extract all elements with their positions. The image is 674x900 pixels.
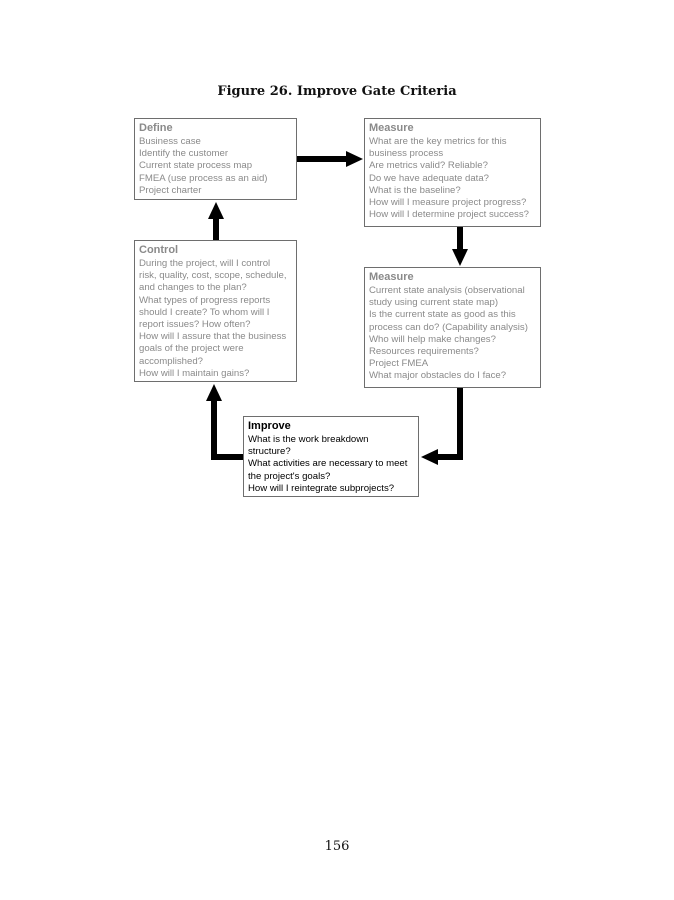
arrow-measure-to-improve (421, 388, 463, 465)
define-title: Define (139, 122, 173, 134)
measure-box-2: Measure Current state analysis (observat… (364, 267, 541, 388)
measure-1-line: Do we have adequate data? (369, 172, 490, 184)
control-box: Control During the project, will I contr… (134, 240, 297, 382)
measure-2-line: Resources requirements? (369, 346, 479, 358)
measure-2-line: study using current state map) (369, 297, 499, 309)
measure-1-line: What are the key metrics for this (369, 136, 507, 147)
improve-line: structure? (248, 446, 291, 458)
define-line: Business case (139, 136, 201, 147)
measure-box-1: Measure What are the key metrics for thi… (364, 118, 541, 227)
measure-2-line: process can do? (Capability analysis) (369, 321, 528, 333)
control-line: report issues? How often? (139, 319, 251, 331)
define-line: FMEA (use process as an aid) (139, 172, 268, 184)
improve-line: How will I reintegrate subprojects? (248, 482, 395, 494)
measure-2-line: Who will help make changes? (369, 333, 496, 345)
improve-box: Improve What is the work breakdown struc… (243, 416, 419, 497)
improve-line: the project's goals? (248, 470, 331, 482)
measure-1-line: How will I determine project success? (369, 209, 529, 221)
measure-1-line: Are metrics valid? Reliable? (369, 160, 488, 172)
measure-2-line: What major obstacles do I face? (369, 370, 507, 382)
control-title: Control (139, 244, 179, 256)
measure-2-line: Project FMEA (369, 358, 429, 370)
measure-1-line: What is the baseline? (369, 184, 461, 196)
define-box: Define Business case Identify the custom… (134, 118, 297, 200)
arrow-measure-to-measure (452, 227, 468, 266)
figure-title: Figure 26. Improve Gate Criteria (217, 84, 457, 99)
control-line: accomplished? (139, 355, 203, 367)
improve-title: Improve (248, 420, 291, 432)
measure-2-line: Is the current state as good as this (369, 309, 516, 321)
improve-line: What is the work breakdown (248, 434, 369, 445)
define-line: Current state process map (139, 160, 253, 172)
control-line: What types of progress reports (139, 294, 271, 306)
measure-1-line: business process (369, 148, 444, 160)
control-line: During the project, will I control (139, 258, 271, 269)
arrow-control-to-define (208, 202, 224, 240)
improve-line: What activities are necessary to meet (248, 458, 408, 470)
measure-1-line: How will I measure project progress? (369, 197, 527, 209)
control-line: risk, quality, cost, scope, schedule, (139, 270, 287, 282)
control-line: goals of the project were (139, 343, 244, 355)
measure-2-line: Current state analysis (observational (369, 285, 525, 296)
arrow-improve-to-control (206, 384, 243, 460)
define-line: Project charter (139, 184, 202, 196)
control-line: How will I maintain gains? (139, 367, 250, 379)
control-line: should I create? To whom will I (139, 306, 270, 318)
control-line: and changes to the plan? (139, 282, 247, 294)
arrow-define-to-measure (297, 151, 363, 167)
page-number: 156 (324, 839, 350, 854)
define-line: Identify the customer (139, 148, 229, 160)
measure-1-title: Measure (369, 122, 414, 134)
measure-2-title: Measure (369, 271, 414, 283)
control-line: How will I assure that the business (139, 331, 287, 343)
